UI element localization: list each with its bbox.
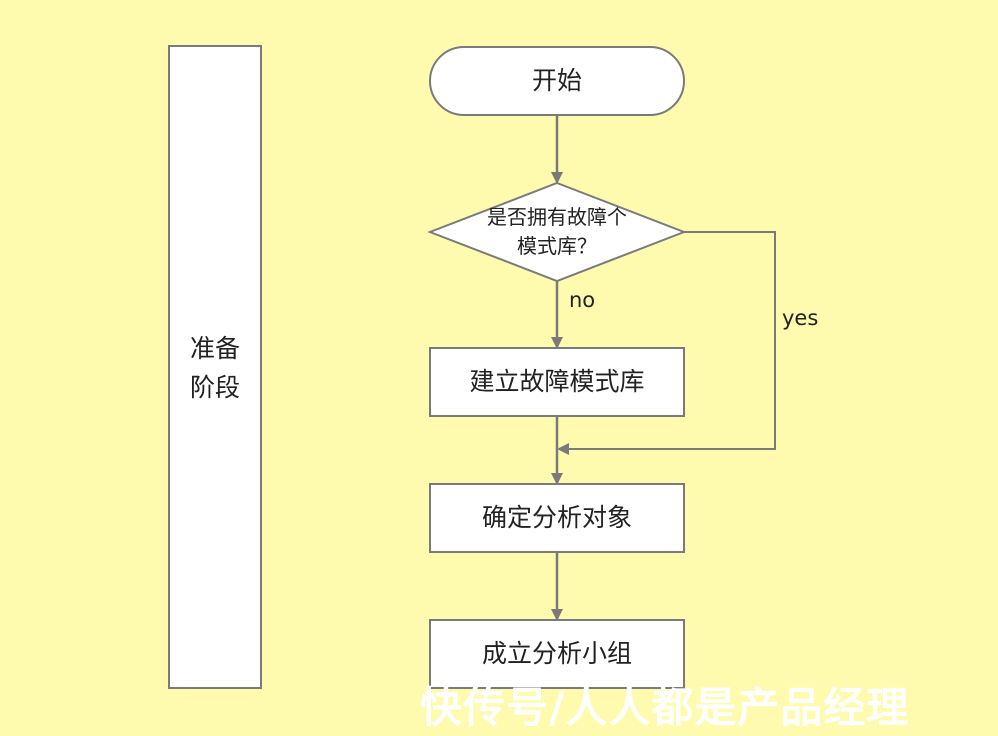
edge-no-label: no: [569, 288, 596, 312]
determine-target-node: [429, 483, 685, 553]
lane-label-line1: 准备: [189, 334, 240, 363]
lane-label: 准备 阶段: [169, 330, 261, 408]
decision-node: [427, 181, 687, 283]
form-team-node: [429, 619, 685, 689]
build-library-node: [429, 347, 685, 417]
lane-label-line2: 阶段: [189, 372, 240, 402]
edge-decision-yes: [557, 231, 776, 455]
edge-yes-label: yes: [782, 306, 819, 330]
lane-box: [168, 45, 262, 689]
start-node: [429, 46, 685, 116]
watermark-text: 快传号/人人都是产品经理: [420, 683, 910, 732]
